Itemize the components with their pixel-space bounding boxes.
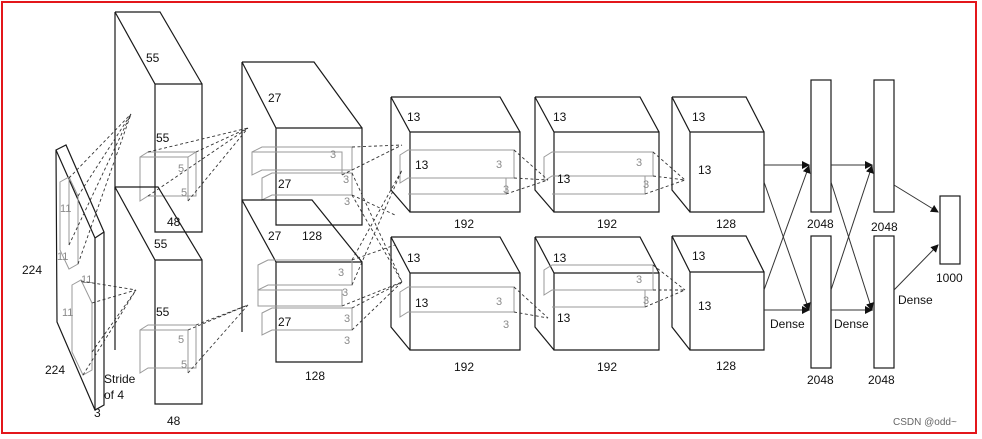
conv1-bottom-volume bbox=[114, 186, 203, 405]
input-depth-label: 3 bbox=[94, 406, 101, 420]
conv5-bot-dim-a: 13 bbox=[692, 249, 706, 263]
conv3-conv4-projection bbox=[505, 149, 549, 319]
conv1-bot-dim-a: 55 bbox=[154, 237, 168, 251]
conv2-bot-dim-b: 27 bbox=[278, 315, 292, 329]
fc2-bot-size: 2048 bbox=[868, 373, 895, 387]
conv4-conv5-projection bbox=[644, 151, 686, 308]
output-layer bbox=[939, 195, 961, 265]
conv4-bot-dim-b: 13 bbox=[557, 311, 571, 325]
conv2-top-dim-a: 27 bbox=[268, 91, 282, 105]
conv2-top-depth: 128 bbox=[302, 229, 322, 243]
conv5-top-volume bbox=[671, 96, 765, 213]
conv5-top-dim-a: 13 bbox=[692, 110, 706, 124]
conv1-top-dim-a: 55 bbox=[146, 51, 160, 65]
output-size: 1000 bbox=[936, 271, 963, 285]
fc2-bottom-layer bbox=[873, 235, 895, 369]
fc1-bot-size: 2048 bbox=[807, 373, 834, 387]
conv2-conv3-projection bbox=[341, 144, 403, 331]
conv2-top-dim-b: 27 bbox=[278, 177, 292, 191]
conv3-top-depth: 192 bbox=[454, 217, 474, 231]
conv3-bot-dim-b: 13 bbox=[415, 296, 429, 310]
conv4-top-depth: 192 bbox=[597, 217, 617, 231]
conv1-top-kernel-a: 5 bbox=[178, 163, 184, 175]
input-volume bbox=[55, 144, 105, 411]
conv2-bot-depth: 128 bbox=[305, 369, 325, 383]
input-height-label: 224 bbox=[22, 263, 42, 277]
conv4-kernel-3: 3 bbox=[636, 274, 642, 286]
conv4-bot-dim-a: 13 bbox=[553, 251, 567, 265]
conv5-bottom-volume bbox=[671, 235, 765, 351]
conv3-top-dim-a: 13 bbox=[407, 110, 421, 124]
conv2-kernel-3: 3 bbox=[344, 196, 350, 208]
input-kernel-top-b-label: 11 bbox=[57, 251, 68, 263]
conv3-bot-dim-a: 13 bbox=[407, 251, 421, 265]
stride-label-line2: of 4 bbox=[104, 388, 124, 402]
conv2-kernel-1: 3 bbox=[330, 149, 336, 161]
dense-connections bbox=[763, 161, 939, 314]
fc1-top-size: 2048 bbox=[807, 217, 834, 231]
conv1-conv2-projection bbox=[147, 127, 249, 374]
conv3-bot-depth: 192 bbox=[454, 360, 474, 374]
conv4-kernel-2: 3 bbox=[643, 179, 649, 191]
conv1-top-depth: 48 bbox=[167, 215, 181, 229]
conv3-kernel-3: 3 bbox=[496, 296, 502, 308]
conv2-bot-dim-a: 27 bbox=[268, 229, 282, 243]
conv3-kernel-1: 3 bbox=[496, 159, 502, 171]
input-width-label: 224 bbox=[45, 363, 65, 377]
conv3-top-volume bbox=[390, 96, 521, 213]
conv4-top-dim-a: 13 bbox=[553, 110, 567, 124]
stride-label-line1: Stride bbox=[104, 372, 136, 386]
conv5-bot-dim-b: 13 bbox=[698, 299, 712, 313]
conv2-kernel-7: 3 bbox=[344, 335, 350, 347]
input-conv1-projection bbox=[68, 113, 137, 376]
conv4-top-dim-b: 13 bbox=[557, 172, 571, 186]
conv5-bot-depth: 128 bbox=[716, 359, 736, 373]
conv1-bot-depth: 48 bbox=[167, 414, 181, 428]
conv1-bot-kernel-a: 5 bbox=[178, 334, 184, 346]
conv1-top-dim-b: 55 bbox=[156, 131, 170, 145]
fc1-top-layer bbox=[810, 79, 832, 213]
input-kernel-top-label: 11 bbox=[60, 203, 71, 215]
conv5-top-depth: 128 bbox=[716, 217, 736, 231]
conv3-kernel-4: 3 bbox=[503, 319, 509, 331]
input-kernel-bot-label: 11 bbox=[81, 274, 92, 286]
conv4-kernel-4: 3 bbox=[643, 295, 649, 307]
fc1-bottom-layer bbox=[810, 235, 832, 369]
conv3-kernel-2: 3 bbox=[503, 184, 509, 196]
dense-label-3: Dense bbox=[898, 293, 933, 307]
dense-label-1: Dense bbox=[770, 317, 805, 331]
conv1-top-kernel-b: 5 bbox=[181, 187, 187, 199]
fc2-top-size: 2048 bbox=[871, 220, 898, 234]
conv4-bot-depth: 192 bbox=[597, 360, 617, 374]
conv1-bot-dim-b: 55 bbox=[156, 305, 170, 319]
dense-label-2: Dense bbox=[834, 317, 869, 331]
conv2-kernel-5: 3 bbox=[342, 287, 348, 299]
conv2-kernel-4: 3 bbox=[338, 267, 344, 279]
conv2-kernel-6: 3 bbox=[344, 313, 350, 325]
conv4-kernel-1: 3 bbox=[636, 157, 642, 169]
watermark: CSDN @odd~ bbox=[893, 417, 957, 428]
conv5-top-dim-b: 13 bbox=[698, 163, 712, 177]
fc2-top-layer bbox=[873, 79, 895, 213]
conv2-kernel-2: 3 bbox=[343, 174, 349, 186]
conv1-bot-kernel-b: 5 bbox=[181, 359, 187, 371]
conv3-top-dim-b: 13 bbox=[415, 158, 429, 172]
input-kernel-bot-b-label: 11 bbox=[62, 307, 73, 319]
